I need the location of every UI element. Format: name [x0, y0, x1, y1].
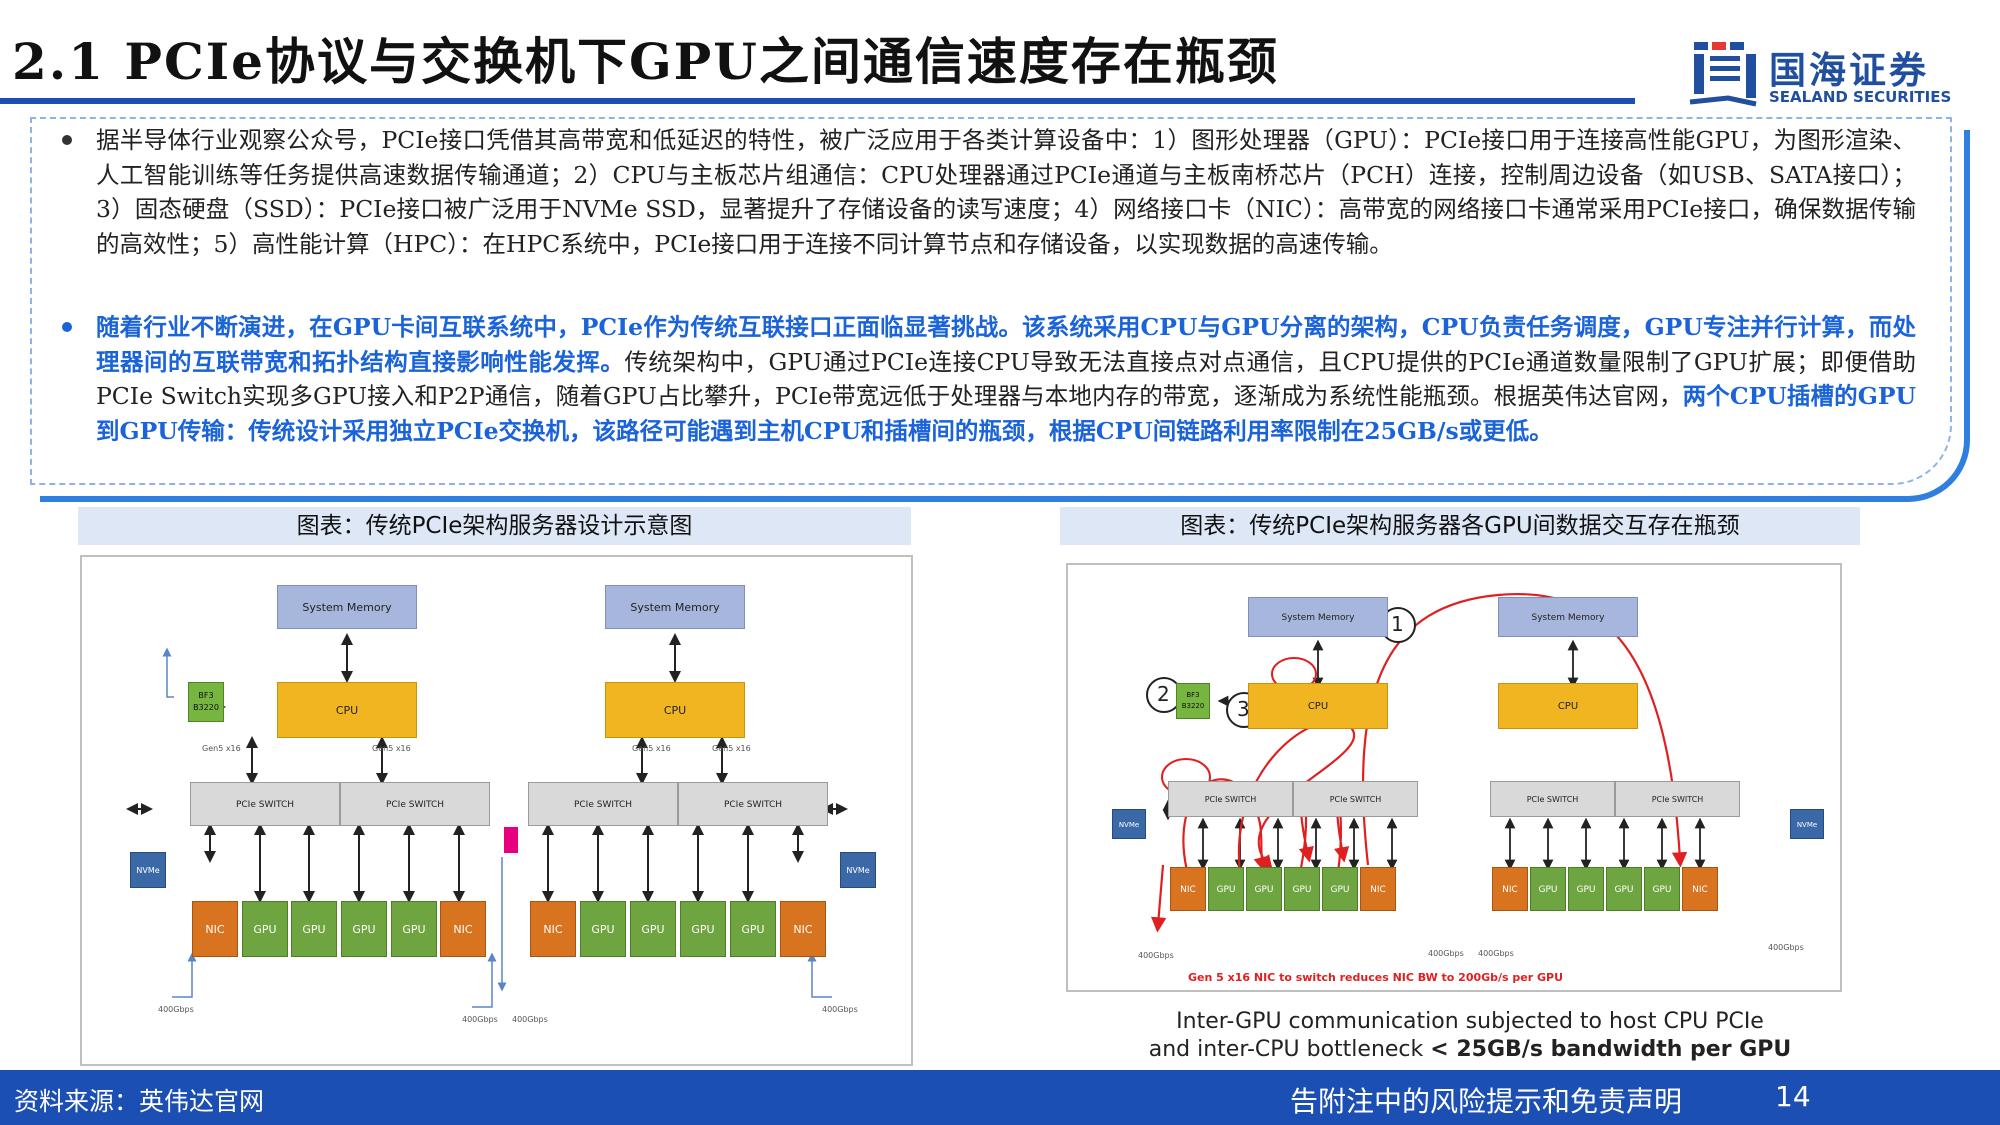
bandwidth-label: 400Gbps [1768, 943, 1804, 952]
bullet-dot [62, 135, 72, 145]
nic-box: NIC [440, 901, 486, 957]
bandwidth-label: 400Gbps [822, 1005, 858, 1014]
logo-mark-icon [1689, 42, 1757, 107]
figure-right-note-line1: Inter-GPU communication subjected to hos… [1176, 1009, 1764, 1034]
title-rule [0, 98, 1635, 104]
nvme-box: NVMe [130, 852, 166, 888]
gen-label: Gen5 x16 [632, 744, 671, 753]
pcie-switch-box: PCIe SWITCH [1293, 781, 1418, 817]
text-box [30, 117, 1952, 485]
logo-english-name: SEALAND SECURITIES [1769, 88, 1952, 106]
gpu-box: GPU [1284, 867, 1320, 911]
gpu-box: GPU [242, 901, 288, 957]
footer-bar [0, 1070, 2000, 1125]
gpu-box: GPU [1208, 867, 1244, 911]
page-title: 2.1 PCIe协议与交换机下GPU之间通信速度存在瓶颈 [12, 32, 1279, 91]
marker-2: 2 [1157, 682, 1170, 706]
bandwidth-label: 400Gbps [1478, 949, 1514, 958]
page-number: 14 [1775, 1080, 1811, 1113]
right-diagram-arrows [1146, 593, 1706, 933]
cpu-box: CPU [605, 682, 745, 738]
pcie-switch-box: PCIe SWITCH [1168, 781, 1293, 817]
paragraph-2-highlight-1: 随着行业不断演进，在GPU卡间互联系统中，PCIe作为传统互联接口正面临显著挑战… [96, 313, 1916, 376]
nic-box: NIC [1360, 867, 1396, 911]
gpu-box: GPU [680, 901, 726, 957]
note-line2-text: and inter-CPU bottleneck [1148, 1037, 1431, 1062]
nvme-box: NVMe [1790, 809, 1824, 839]
pcie-switch-box: PCIe SWITCH [1615, 781, 1740, 817]
gpu-box: GPU [580, 901, 626, 957]
cpu-box: CPU [1498, 683, 1638, 729]
bf3-box: BF3 B3220 [188, 682, 224, 722]
source-note: 资料来源：英伟达官网 [14, 1087, 265, 1116]
system-memory-box: System Memory [1248, 597, 1388, 637]
nic-box: NIC [1492, 867, 1528, 911]
disclaimer: 告附注中的风险提示和免责声明 [1290, 1085, 1683, 1118]
nic-box: NIC [780, 901, 826, 957]
pcie-switch-box: PCIe SWITCH [190, 782, 340, 826]
marker-1: 1 [1391, 612, 1404, 636]
gpu-box: GPU [1568, 867, 1604, 911]
gpu-box: GPU [1530, 867, 1566, 911]
textbox-shadow [40, 130, 1970, 502]
figure-right-note-line2: and inter-CPU bottleneck < 25GB/s bandwi… [1070, 1036, 1870, 1064]
cpu-box: CPU [277, 682, 417, 738]
figure-left-caption: 图表：传统PCIe架构服务器设计示意图 [78, 507, 911, 545]
nic-box: NIC [530, 901, 576, 957]
nvme-box: NVMe [840, 852, 876, 888]
system-memory-box: System Memory [277, 585, 417, 629]
pcie-switch-box: PCIe SWITCH [340, 782, 490, 826]
gpu-box: GPU [730, 901, 776, 957]
figure-right-caption: 图表：传统PCIe架构服务器各GPU间数据交互存在瓶颈 [1060, 507, 1860, 545]
pcie-switch-box: PCIe SWITCH [1490, 781, 1615, 817]
paragraph-1: 据半导体行业观察公众号，PCIe接口凭借其高带宽和低延迟的特性，被广泛应用于各类… [96, 126, 1916, 258]
gen-label: Gen5 x16 [712, 744, 751, 753]
bf3-box: BF3 B3220 [1176, 683, 1210, 719]
bandwidth-label: 400Gbps [158, 1005, 194, 1014]
paragraph-2: 随着行业不断演进，在GPU卡间互联系统中，PCIe作为传统互联接口正面临显著挑战… [96, 310, 1916, 448]
gpu-box: GPU [1246, 867, 1282, 911]
bandwidth-label: 400Gbps [1428, 949, 1464, 958]
gen-label: Gen5 x16 [372, 744, 411, 753]
nvme-box: NVMe [1112, 809, 1146, 839]
red-note: Gen 5 x16 NIC to switch reduces NIC BW t… [1188, 971, 1564, 984]
gpu-box: GPU [1644, 867, 1680, 911]
bandwidth-label: 400Gbps [1138, 951, 1174, 960]
marker-3: 3 [1237, 697, 1250, 721]
figure-left-diagram: System Memory System Memory CPU CPU BF3 … [80, 555, 913, 1066]
pcie-switch-box: PCIe SWITCH [678, 782, 828, 826]
paragraph-2-normal: 传统架构中，GPU通过PCIe连接CPU导致无法直接点对点通信，且CPU提供的P… [96, 347, 1917, 411]
figure-right-diagram: 1 2 3 System Memory System Memory CPU CP… [1066, 563, 1842, 992]
paragraph-2-highlight-2: 两个CPU插槽的GPU到GPU传输：传统设计采用独立PCIe交换机，该路径可能遇… [96, 382, 1916, 445]
gpu-box: GPU [1606, 867, 1642, 911]
note-line2-bold: < 25GB/s bandwidth per GPU [1430, 1037, 1792, 1062]
gpu-box: GPU [630, 901, 676, 957]
system-memory-box: System Memory [605, 585, 745, 629]
bandwidth-label: 400Gbps [512, 1015, 548, 1024]
gpu-box: GPU [1322, 867, 1358, 911]
gen-label: Gen5 x16 [202, 744, 241, 753]
system-memory-box: System Memory [1498, 597, 1638, 637]
nic-box: NIC [1682, 867, 1718, 911]
company-logo: 国海证券 SEALAND SECURITIES [1688, 40, 1978, 110]
bandwidth-label: 400Gbps [462, 1015, 498, 1024]
bullet-dot [62, 322, 72, 332]
cpu-box: CPU [1248, 683, 1388, 729]
pcie-switch-box: PCIe SWITCH [528, 782, 678, 826]
gpu-box: GPU [341, 901, 387, 957]
nic-box: NIC [192, 901, 238, 957]
gpu-box: GPU [391, 901, 437, 957]
logo-chinese-name: 国海证券 [1769, 49, 1929, 92]
gpu-box: GPU [291, 901, 337, 957]
nic-box: NIC [1170, 867, 1206, 911]
